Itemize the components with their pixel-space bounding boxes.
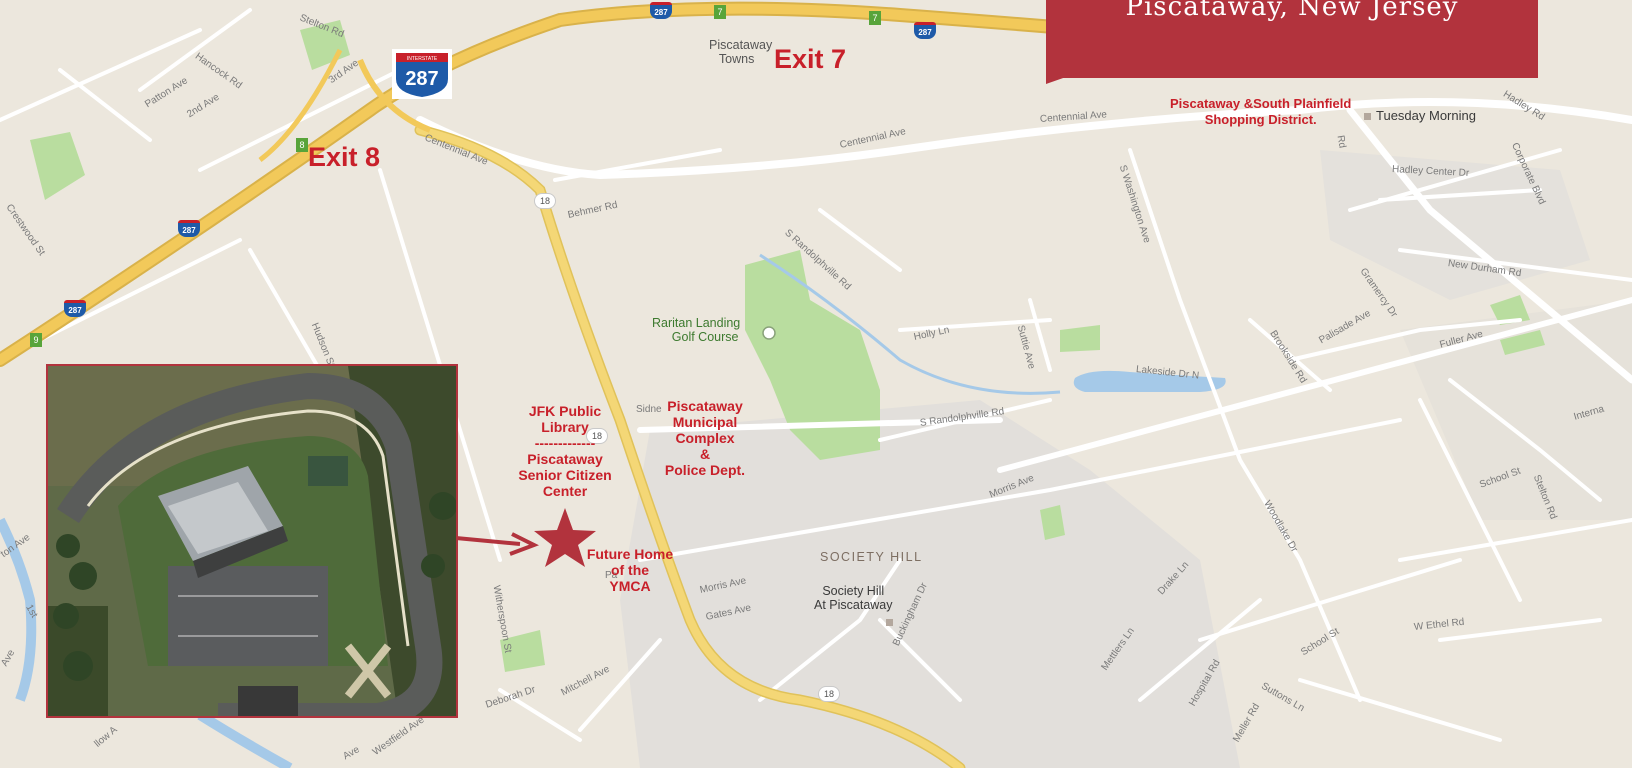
society-hill-line-2: At Piscataway — [814, 598, 893, 612]
park-small-5 — [1490, 295, 1530, 325]
tuesday-morning-label[interactable]: Tuesday Morning — [1376, 108, 1476, 123]
shopping-district-annotation: Piscataway &South Plainfield Shopping Di… — [1170, 96, 1351, 128]
society-hill-marker[interactable] — [886, 619, 893, 626]
ymca-star-marker[interactable] — [534, 508, 596, 567]
interstate-shield-small: 287 — [650, 2, 672, 19]
urban-area-east — [1320, 150, 1590, 300]
interstate-ramp — [357, 58, 432, 133]
river-bottom — [197, 710, 293, 768]
route-18-fill — [416, 126, 964, 768]
municipal-line-4: & — [699, 446, 711, 462]
township-line-2: Towns — [718, 52, 755, 66]
township-label: Piscataway Towns — [709, 38, 772, 66]
industrial-area — [1400, 300, 1632, 520]
ymca-line-2: of the — [610, 562, 650, 578]
library-line-1: JFK Public — [528, 403, 602, 419]
park-small-6 — [1040, 505, 1065, 540]
route-18-shield: 18 — [534, 193, 556, 209]
society-hill-line-1: Society Hill — [822, 584, 885, 598]
creek — [759, 253, 1061, 395]
interstate-shield-small: 287 — [178, 220, 200, 237]
library-annotation: JFK Public Library ------------- Piscata… — [510, 403, 620, 499]
golf-line-1: Raritan Landing — [652, 316, 741, 330]
park-strip — [1500, 330, 1545, 355]
society-hill-neighborhood-label: SOCIETY HILL — [820, 550, 923, 564]
park-small-2 — [30, 132, 85, 200]
interstate-287-large-shield: INTERSTATE 287 — [392, 49, 452, 99]
exit-number-box: 8 — [296, 138, 308, 152]
route-18-shield: 18 — [818, 686, 840, 702]
shopping-line-2: Shopping District. — [1204, 112, 1317, 127]
street-label: Sidne — [636, 404, 662, 415]
pointer-arrow-head — [509, 532, 539, 556]
interstate-shield-small: 287 — [914, 22, 936, 39]
route-18-shield: 18 — [586, 428, 608, 444]
street-label: Pa — [605, 570, 618, 581]
tuesday-morning-marker[interactable] — [1364, 113, 1371, 120]
interstate-shield-small: 287 — [64, 300, 86, 317]
municipal-line-5: Police Dept. — [664, 462, 746, 478]
street-label: Rd — [1334, 134, 1348, 150]
interstate-ramp-2 — [258, 48, 343, 162]
golf-course-label[interactable]: Raritan Landing Golf Course — [652, 316, 740, 344]
golf-course-marker[interactable] — [762, 326, 776, 340]
exit-number-box: 9 — [30, 333, 42, 347]
exit-number-box: 7 — [869, 11, 881, 25]
park-small-3 — [1060, 325, 1100, 352]
banner-title: Piscataway, New Jersey — [1125, 0, 1459, 22]
library-line-2: Library — [541, 419, 589, 435]
municipal-complex-annotation: Piscataway Municipal Complex & Police De… — [650, 398, 760, 478]
municipal-line-2: Municipal — [672, 414, 738, 430]
lake — [1073, 370, 1226, 392]
exit-number-box: 7 — [714, 5, 726, 19]
park-small-4 — [500, 630, 545, 672]
library-line-5: Senior Citizen — [518, 467, 612, 483]
exit-7-label: Exit 7 — [774, 44, 847, 74]
shopping-line-1: Piscataway &South Plainfield — [1170, 96, 1352, 111]
library-line-4: Piscataway — [527, 451, 603, 467]
municipal-line-3: Complex — [675, 430, 735, 446]
aerial-photo-inset[interactable] — [46, 364, 458, 718]
society-hill-poi-label[interactable]: Society Hill At Piscataway — [814, 584, 893, 612]
ymca-annotation: Future Home of the YMCA — [582, 546, 678, 594]
interstate-287-fill — [0, 3, 1205, 365]
library-line-6: Center — [542, 483, 588, 499]
ymca-line-3: YMCA — [609, 578, 651, 594]
municipal-line-1: Piscataway — [667, 398, 743, 414]
interstate-small-label: INTERSTATE — [407, 56, 438, 62]
urban-area — [620, 400, 1240, 768]
golf-course-park — [745, 250, 880, 460]
township-line-1: Piscataway — [709, 38, 773, 52]
primary-roads — [416, 98, 1632, 473]
exit-8-label: Exit 8 — [308, 142, 381, 172]
library-line-3: ------------- — [534, 435, 596, 451]
title-banner: Piscataway, New Jersey — [1046, 0, 1538, 78]
river-left — [0, 517, 37, 702]
pointer-arrow — [455, 536, 521, 546]
golf-line-2: Golf Course — [671, 330, 739, 344]
interstate-number: 287 — [405, 68, 438, 90]
ymca-line-1: Future Home — [586, 546, 674, 562]
aerial-photo — [48, 366, 456, 716]
